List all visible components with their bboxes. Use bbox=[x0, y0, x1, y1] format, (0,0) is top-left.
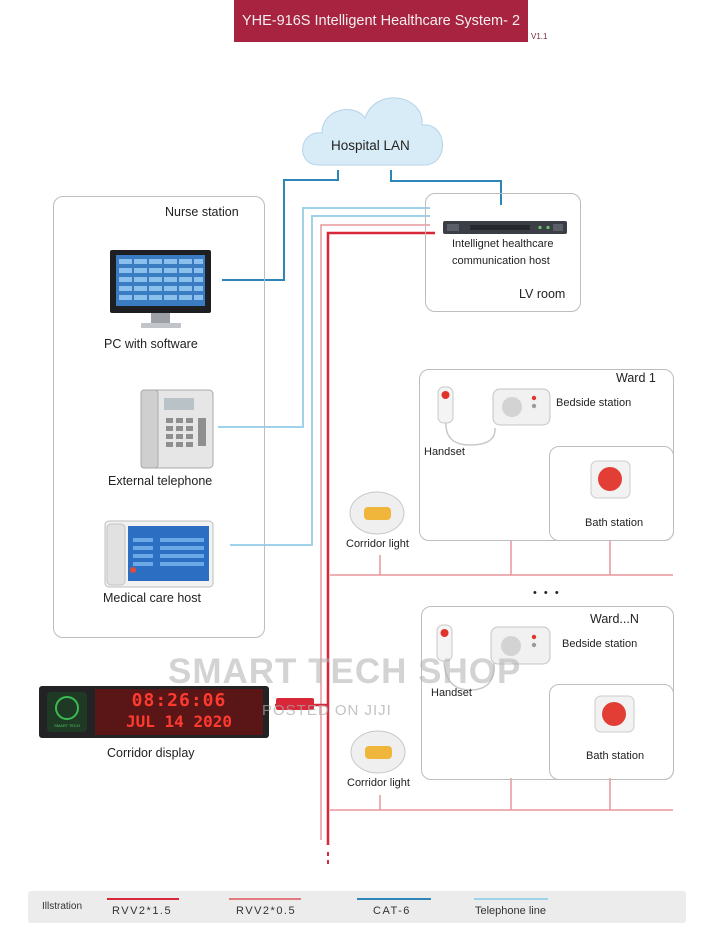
legend-line-rvv05 bbox=[229, 898, 301, 900]
pc-monitor-icon bbox=[110, 250, 211, 328]
watermark-sub: POSTED ON JIJI bbox=[262, 702, 392, 719]
hospital-lan-label: Hospital LAN bbox=[331, 138, 410, 153]
ward1-handset-icon bbox=[437, 386, 454, 424]
ward-ellipsis: • • • bbox=[533, 587, 561, 599]
ward1-bedside-label: Bedside station bbox=[556, 397, 632, 409]
ward1-corridor-light-icon bbox=[349, 491, 405, 535]
watermark-main: SMART TECH SHOP bbox=[168, 652, 522, 691]
rvv15-main bbox=[326, 231, 435, 845]
pc-label: PC with software bbox=[104, 337, 198, 351]
display-date: JUL 14 2020 bbox=[126, 712, 232, 731]
rvv05-main bbox=[320, 224, 430, 840]
wardn-bath-icon bbox=[594, 695, 635, 733]
corridor-display-label: Corridor display bbox=[107, 746, 195, 760]
lv-host-label-1: Intellignet healthcare bbox=[452, 238, 554, 250]
wardn-handset-label: Handset bbox=[431, 687, 472, 699]
legend-line-cat6 bbox=[357, 898, 431, 900]
medical-host-label: Medical care host bbox=[103, 591, 201, 605]
display-logo: SMART TECH bbox=[47, 692, 87, 732]
wardn-bedside-label: Bedside station bbox=[562, 638, 638, 650]
lv-room-title: LV room bbox=[519, 287, 566, 301]
legend-bar bbox=[28, 891, 686, 923]
telephone-icon bbox=[140, 389, 214, 469]
ward1-corridor-light-label: Corridor light bbox=[346, 538, 409, 550]
ward1-title: Ward 1 bbox=[616, 371, 656, 385]
wardn-corridor-light-label: Corridor light bbox=[347, 777, 410, 789]
legend-label-rvv15: RVV2*1.5 bbox=[112, 905, 173, 917]
logo-text: SMART TECH bbox=[54, 723, 80, 728]
legend-label-rvv05: RVV2*0.5 bbox=[236, 905, 297, 917]
rack-host-icon bbox=[443, 221, 567, 234]
page-title: YHE-916S Intelligent Healthcare System- … bbox=[241, 13, 521, 29]
medical-host-icon bbox=[104, 520, 214, 588]
wardn-bedside-icon bbox=[490, 626, 551, 665]
telephone-label: External telephone bbox=[108, 474, 213, 488]
phone-line-medical-host bbox=[230, 215, 430, 546]
legend-label-cat6: CAT-6 bbox=[373, 905, 411, 917]
ward1-bath-icon bbox=[590, 460, 631, 499]
wardn-bath-label: Bath station bbox=[586, 750, 645, 762]
ward1-bedside-icon bbox=[492, 388, 551, 426]
wardn-handset-icon bbox=[436, 624, 453, 662]
wardn-bath-box bbox=[549, 684, 674, 780]
cloud-icon bbox=[302, 97, 443, 166]
ward1-bath-box bbox=[549, 446, 674, 541]
lv-host-label-2: communication host bbox=[452, 255, 550, 267]
cat6-lan-to-pc bbox=[222, 170, 339, 281]
ward1-handset-label: Handset bbox=[424, 446, 465, 458]
nurse-station-box bbox=[53, 196, 265, 638]
legend-title: Illstration bbox=[42, 901, 83, 912]
wardn-corridor-light-icon bbox=[350, 730, 406, 774]
lv-room-box bbox=[425, 193, 581, 312]
led-screen: 08:26:06 JUL 14 2020 bbox=[95, 689, 263, 735]
ward1-bath-label: Bath station bbox=[585, 517, 644, 529]
corridor-display-panel: SMART TECH 08:26:06 JUL 14 2020 bbox=[39, 686, 269, 738]
nurse-station-title: Nurse station bbox=[165, 205, 239, 219]
phone-line-telephone bbox=[218, 207, 430, 428]
connector-box bbox=[276, 698, 314, 710]
legend-line-rvv15 bbox=[107, 898, 179, 900]
display-time: 08:26:06 bbox=[131, 690, 227, 711]
legend-line-phone bbox=[474, 898, 548, 900]
title-banner: YHE-916S Intelligent Healthcare System- … bbox=[234, 0, 528, 42]
version-label: V1.1 bbox=[531, 32, 548, 41]
legend-label-phone: Telephone line bbox=[475, 905, 546, 917]
logo-leaf-icon bbox=[55, 696, 79, 720]
wardn-title: Ward...N bbox=[590, 612, 639, 626]
